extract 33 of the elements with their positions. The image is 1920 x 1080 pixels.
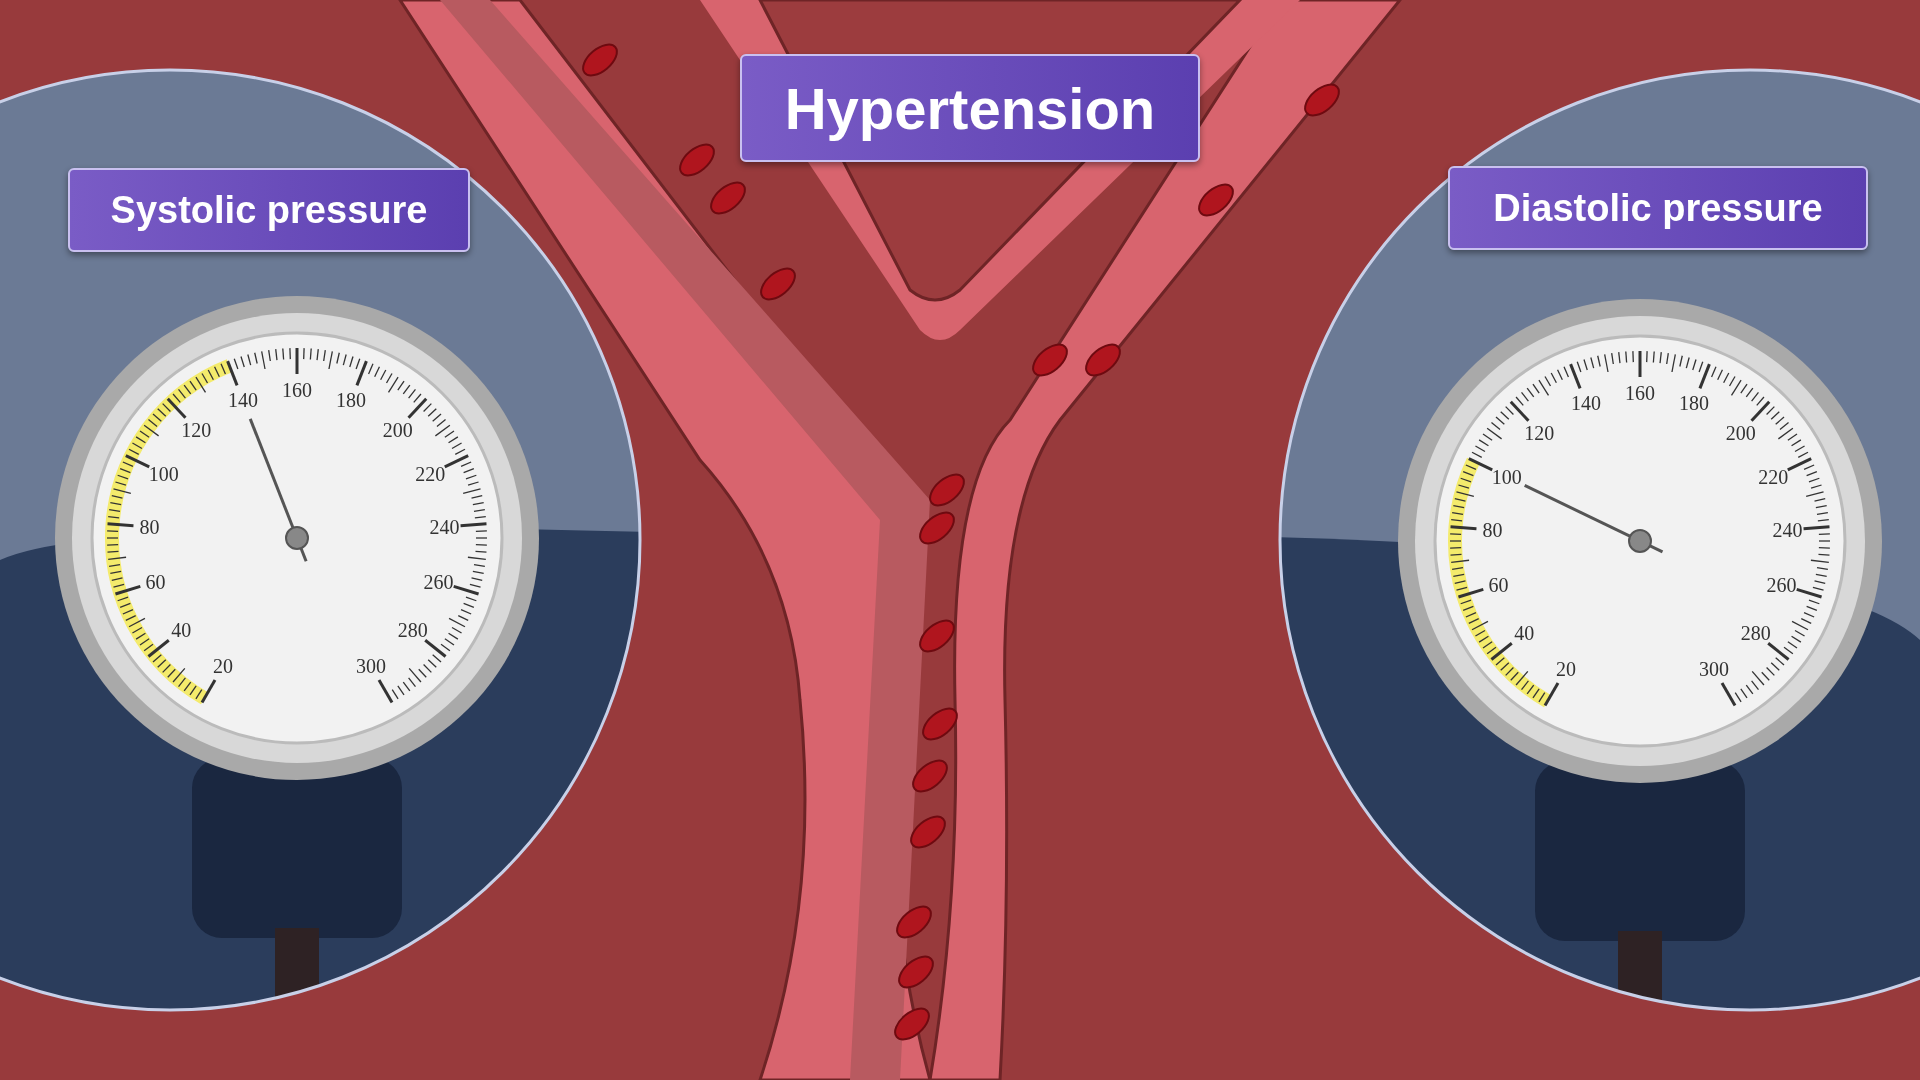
gauge-number: 300 xyxy=(1699,657,1729,681)
gauge-number: 20 xyxy=(1556,657,1576,681)
gauge-number: 160 xyxy=(1625,381,1655,405)
gauge-number: 180 xyxy=(336,388,367,412)
gauge-number: 60 xyxy=(1488,573,1509,597)
gauge-number: 120 xyxy=(1524,421,1555,444)
gauge-number: 140 xyxy=(1570,391,1601,415)
gauge-number: 200 xyxy=(382,418,413,441)
pressure-label: Diastolic pressure xyxy=(1448,166,1868,250)
gauge-number: 280 xyxy=(397,618,428,642)
gauge-number: 280 xyxy=(1740,621,1771,645)
gauge-number: 80 xyxy=(1482,518,1503,542)
gauge-number: 60 xyxy=(145,570,166,594)
gauge-number: 300 xyxy=(356,654,386,678)
gauge-number: 260 xyxy=(1766,573,1797,597)
gauge-number: 80 xyxy=(139,515,160,539)
gauge-number: 160 xyxy=(282,378,312,402)
gauge-number: 220 xyxy=(415,462,446,486)
gauge-number: 20 xyxy=(213,654,233,678)
gauge-number: 200 xyxy=(1725,421,1756,444)
gauge-number: 120 xyxy=(181,418,212,441)
gauge-number: 240 xyxy=(1772,518,1803,542)
gauge-number: 100 xyxy=(1491,465,1522,489)
gauge-number: 180 xyxy=(1679,391,1710,415)
title-banner: Hypertension xyxy=(740,54,1200,162)
gauge-number: 260 xyxy=(423,570,454,594)
pressure-label: Systolic pressure xyxy=(68,168,470,252)
gauge-number: 100 xyxy=(148,462,179,486)
gauge-number: 220 xyxy=(1758,465,1789,489)
gauge-number: 140 xyxy=(227,388,258,412)
gauge-number: 40 xyxy=(171,618,192,642)
gauge-number: 240 xyxy=(429,515,460,539)
gauge-number: 40 xyxy=(1514,621,1535,645)
